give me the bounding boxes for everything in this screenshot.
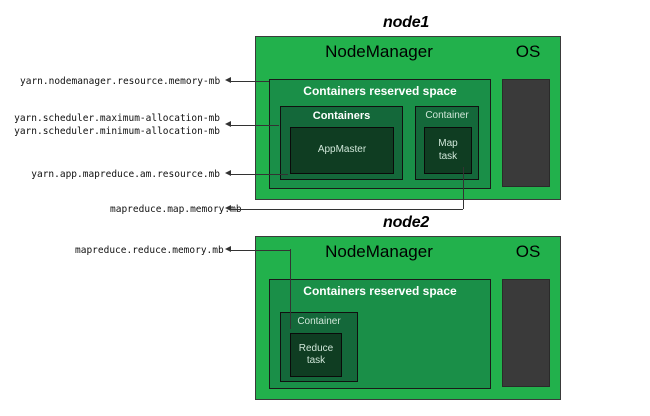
leader-reduce-memory-vertical bbox=[289, 249, 291, 329]
node1-os-slab bbox=[502, 79, 550, 187]
node1-reserved-label: Containers reserved space bbox=[303, 84, 457, 98]
reduce-task-label-line2: task bbox=[306, 355, 326, 366]
node1-nodemanager-label: NodeManager bbox=[325, 42, 433, 61]
leader-map-memory-vertical bbox=[462, 167, 464, 209]
leader-sched-alloc bbox=[231, 124, 279, 126]
leader-am-resource bbox=[231, 173, 288, 175]
container-group-map: Container Map task bbox=[415, 106, 479, 180]
reduce-task: Reduce task bbox=[290, 333, 342, 377]
container-group-reduce-label: Container bbox=[297, 316, 341, 327]
map-task: Map task bbox=[424, 127, 472, 174]
arrow-nm-resource-memory bbox=[225, 77, 231, 83]
appmaster-task: AppMaster bbox=[290, 127, 394, 174]
node2-reserved-label: Containers reserved space bbox=[303, 284, 457, 298]
arrow-reduce-memory bbox=[225, 246, 231, 252]
container-group-map-label: Container bbox=[425, 110, 469, 121]
node1-box: NodeManager OS Containers reserved space… bbox=[255, 36, 561, 200]
containers-reserved-space-node1: Containers reserved space Containers App… bbox=[269, 79, 491, 189]
containers-reserved-space-node2: Containers reserved space Container Redu… bbox=[269, 279, 491, 389]
arrow-sched-alloc bbox=[225, 121, 231, 127]
node2-box: NodeManager OS Containers reserved space… bbox=[255, 236, 561, 400]
config-label-sched-max-alloc: yarn.scheduler.maximum-allocation-mb bbox=[14, 113, 220, 124]
appmaster-task-label: AppMaster bbox=[317, 144, 367, 156]
arrow-am-resource bbox=[225, 170, 231, 176]
leader-nm-resource-memory bbox=[231, 80, 269, 82]
node1-os-label: OS bbox=[515, 42, 541, 61]
node2-os-slab bbox=[502, 279, 550, 387]
config-label-sched-min-alloc: yarn.scheduler.minimum-allocation-mb bbox=[14, 126, 220, 137]
reduce-task-label-line1: Reduce bbox=[298, 342, 334, 354]
node2-title: node2 bbox=[383, 214, 430, 231]
arrow-map-memory bbox=[225, 205, 231, 211]
node1-title: node1 bbox=[383, 14, 430, 31]
config-label-map-memory: mapreduce.map.memory.mb bbox=[110, 204, 242, 215]
config-label-am-resource: yarn.app.mapreduce.am.resource.mb bbox=[31, 169, 220, 180]
containers-group-node1: Containers AppMaster bbox=[280, 106, 403, 180]
config-label-reduce-memory: mapreduce.reduce.memory.mb bbox=[75, 245, 224, 256]
containers-group-node1-label: Containers bbox=[312, 110, 371, 122]
leader-map-memory-horizontal bbox=[231, 208, 463, 210]
leader-reduce-memory-horizontal bbox=[231, 249, 290, 251]
config-label-nm-resource-memory: yarn.nodemanager.resource.memory-mb bbox=[20, 76, 221, 87]
container-group-reduce: Container Reduce task bbox=[280, 312, 358, 382]
node2-nodemanager-label: NodeManager bbox=[325, 242, 433, 261]
node2-os-label: OS bbox=[515, 242, 541, 261]
map-task-label-line2: task bbox=[438, 150, 458, 162]
map-task-label-line1: Map bbox=[438, 138, 458, 149]
